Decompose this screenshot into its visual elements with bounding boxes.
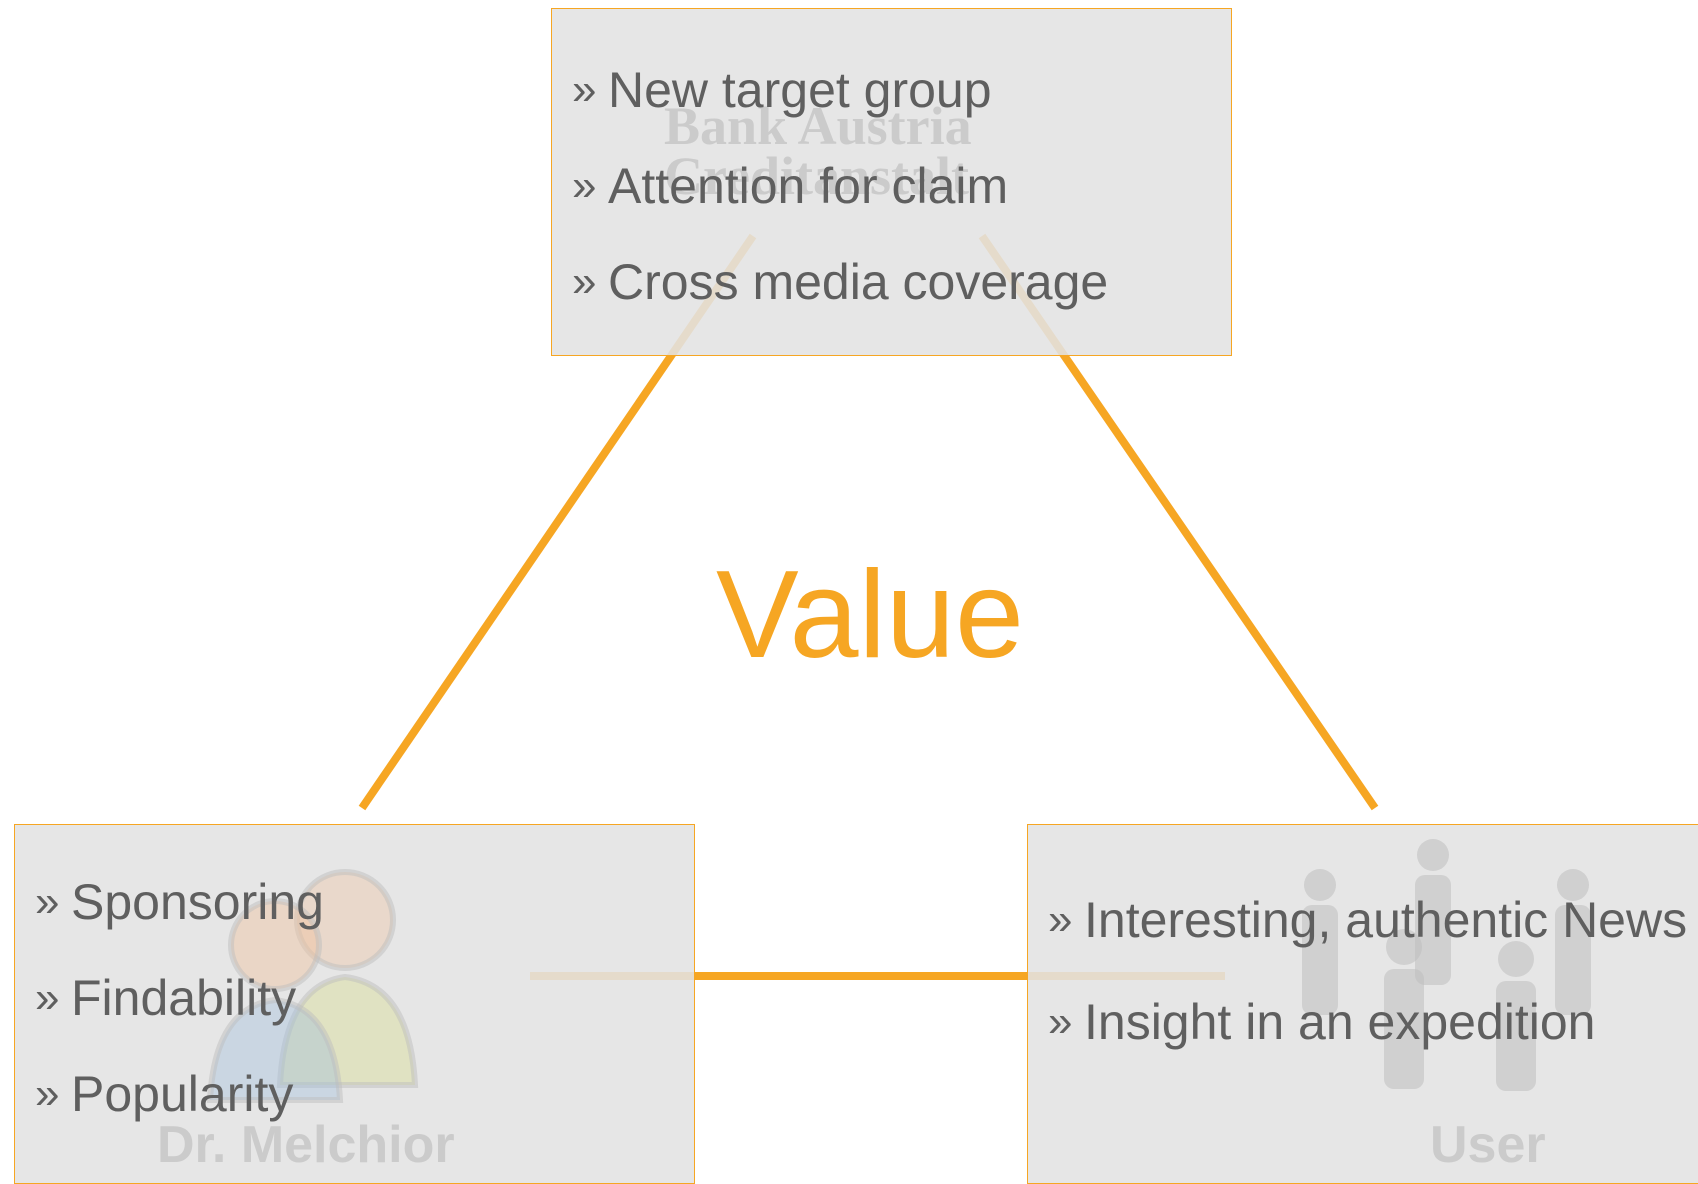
list-item: Insight in an expedition <box>1048 993 1688 1051</box>
sponsor-box: Bank Austria Creditanstalt New target gr… <box>551 8 1232 356</box>
expedition-benefits-list: Sponsoring Findability Popularity <box>35 873 324 1161</box>
list-item: Findability <box>35 969 324 1027</box>
list-item: Cross media coverage <box>572 253 1108 311</box>
value-label: Value <box>716 546 1024 684</box>
list-item: New target group <box>572 61 1108 119</box>
user-box: User Interesting, authentic News Insight… <box>1027 824 1698 1184</box>
dr-melchior-watermark: Dr. Melchior <box>157 1116 455 1174</box>
list-item: Attention for claim <box>572 157 1108 215</box>
sponsor-benefits-list: New target group Attention for claim Cro… <box>572 61 1108 349</box>
list-item: Sponsoring <box>35 873 324 931</box>
user-benefits-list: Interesting, authentic News Insight in a… <box>1048 891 1688 1095</box>
user-watermark: User <box>1430 1116 1546 1174</box>
list-item: Popularity <box>35 1065 324 1123</box>
expedition-box: Dr. Melchior Sponsoring Findability Popu… <box>14 824 695 1184</box>
list-item: Interesting, authentic News <box>1048 891 1688 949</box>
